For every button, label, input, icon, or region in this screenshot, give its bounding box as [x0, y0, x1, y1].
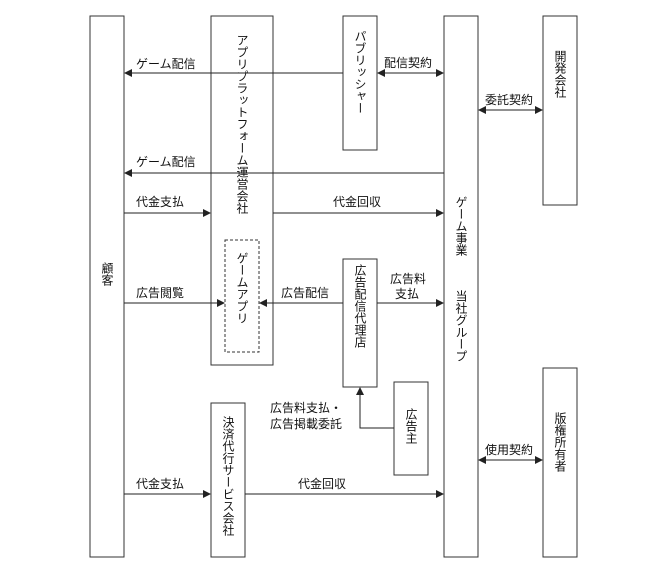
edge-label-ad-delivery: 広告配信 [281, 286, 329, 300]
edge-label-game-distribution-2: ゲーム配信 [136, 155, 196, 169]
customer-label: 顧客 [100, 261, 114, 287]
rights-holder-box: 版権所有者 [542, 367, 578, 558]
ad-agency-label: 広告配信代理店 [353, 264, 367, 348]
payment-agent-label: 決済代行サービス会社 [221, 416, 235, 536]
game-app-label: ゲームアプリ [235, 252, 249, 324]
edge-label-collection-1: 代金回収 [333, 194, 381, 209]
arrow-ad-placement-request [356, 387, 394, 429]
developer-label: 開発会社 [553, 50, 567, 98]
group-label-line1: ゲーム事業 [454, 196, 468, 256]
edge-label-distribution-contract: 配信契約 [384, 55, 432, 70]
rights-holder-label: 版権所有者 [553, 412, 567, 473]
edge-label-collection-2: 代金回収 [298, 476, 346, 491]
edge-label-ad-fee-line1: 広告料 [390, 272, 426, 286]
customer-box: 顧客 [89, 15, 125, 558]
edge-label-consignment-contract: 委託契約 [485, 92, 533, 107]
edge-label-payment-2: 代金支払 [136, 476, 184, 491]
developer-box: 開発会社 [542, 15, 578, 206]
ad-agency-box: 広告配信代理店 [342, 258, 378, 388]
edge-label-ad-request-line1: 広告料支払・ [270, 401, 342, 415]
edge-label-game-distribution-1: ゲーム配信 [136, 57, 196, 71]
advertiser-box: 広告主 [393, 381, 429, 476]
edge-label-usage-contract: 使用契約 [485, 442, 533, 457]
platform-label: アプリプラットフォーム運営会社 [235, 34, 249, 214]
publisher-label: パブリッシャー [353, 30, 367, 114]
advertiser-label: 広告主 [404, 408, 418, 444]
payment-agent-box: 決済代行サービス会社 [210, 402, 246, 558]
game-app-box: ゲームアプリ [224, 239, 260, 353]
edge-label-payment-1: 代金支払 [136, 194, 184, 209]
edge-label-ad-viewing: 広告閲覧 [136, 286, 184, 300]
publisher-box: パブリッシャー [342, 15, 378, 151]
group-label-line2: 当社グループ [454, 290, 468, 362]
group-box: ゲーム事業 当社グループ [443, 15, 479, 558]
edge-label-ad-fee-line2: 支払 [395, 287, 419, 301]
edge-label-ad-request-line2: 広告掲載委託 [270, 416, 342, 431]
